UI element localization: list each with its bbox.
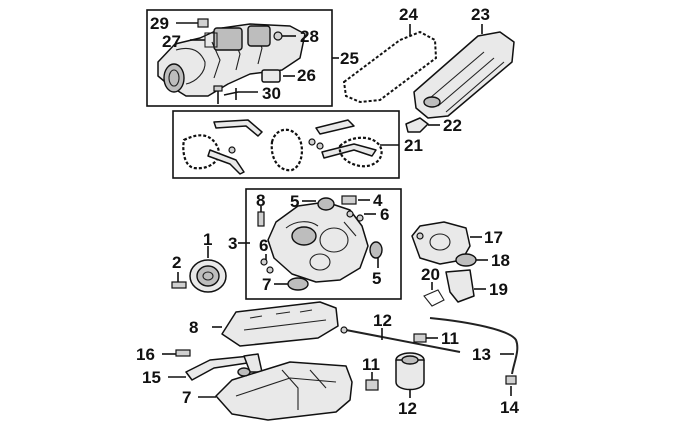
gasket-28 [261,69,295,83]
callout-4: 4 [373,191,383,210]
valve-cover-gasket-26 [342,24,438,104]
callout-14: 12 [373,311,392,330]
dipstick-15 [429,317,519,375]
callout-3: 3 [228,234,237,253]
callout-6-left: 6 [259,236,268,255]
callout-20: 18 [491,251,510,270]
vibration-damper-1 [189,246,227,293]
o-ring-16 [505,375,517,396]
drain-plug-13 [413,333,438,343]
callout-5-upper: 5 [290,192,299,211]
seal-5-upper [302,197,335,211]
callout-24: 22 [443,116,462,135]
callout-25: 23 [471,5,490,24]
valve-cover-25 [413,24,515,119]
callout-1: 1 [203,230,212,249]
callout-8: 8 [256,191,265,210]
callout-2: 2 [172,253,181,272]
callout-18: 16 [136,345,155,364]
timing-cover-group-box [245,188,402,300]
callout-32: 30 [262,84,281,103]
sensor-4 [341,195,370,205]
callout-17: 15 [142,368,161,387]
bolts-32 [213,85,258,104]
dipstick-tube-14 [340,326,461,353]
callout-5-lower: 5 [372,269,381,288]
timing-chain-guides [182,119,383,175]
callout-15: 13 [472,345,491,364]
oil-pan-9 [198,361,353,421]
callout-26: 24 [399,5,418,24]
bolts-6-right [346,210,376,222]
callout-28: 26 [297,66,316,85]
callout-30: 28 [300,27,319,46]
callout-12: 12 [398,399,417,418]
stud-18 [162,349,191,357]
callout-13: 11 [441,329,459,348]
bolts-6-left [260,254,274,274]
gasket-22 [423,282,445,307]
callout-27: 25 [340,49,359,68]
callout-31: 29 [150,14,169,33]
bolt-8 [257,206,265,227]
gasket-29 [190,32,218,48]
pickup-tube-21 [445,269,486,303]
callout-22: 20 [421,265,440,284]
callout-16: 14 [500,398,519,417]
callout-6-right: 6 [380,205,389,224]
callout-23: 21 [404,136,423,155]
chain-tensioner-24 [405,117,440,133]
oil-filter-12 [395,352,425,398]
oil-pump-19 [411,221,482,265]
callout-19: 17 [484,228,503,247]
callout-29: 27 [162,32,181,51]
callout-10: 8 [189,318,198,337]
callout-21: 19 [489,280,508,299]
callout-11: 11 [362,355,380,374]
sensor-bolt-31 [176,18,209,28]
vacuum-port-30 [273,31,296,41]
callout-9: 7 [182,388,191,407]
callout-labels: 29 27 28 25 26 30 24 23 22 21 5 4 8 6 3 … [136,5,519,418]
damper-bolt-2 [171,272,187,289]
callout-7: 7 [262,275,271,294]
windage-tray-10 [212,301,339,347]
seal-5-lower [369,241,383,268]
front-seal-7 [274,277,309,291]
intake-manifold [157,23,306,97]
relief-valve-20 [455,253,488,267]
filter-bolt-11 [365,372,379,391]
oil-pickup-17 [168,353,263,381]
